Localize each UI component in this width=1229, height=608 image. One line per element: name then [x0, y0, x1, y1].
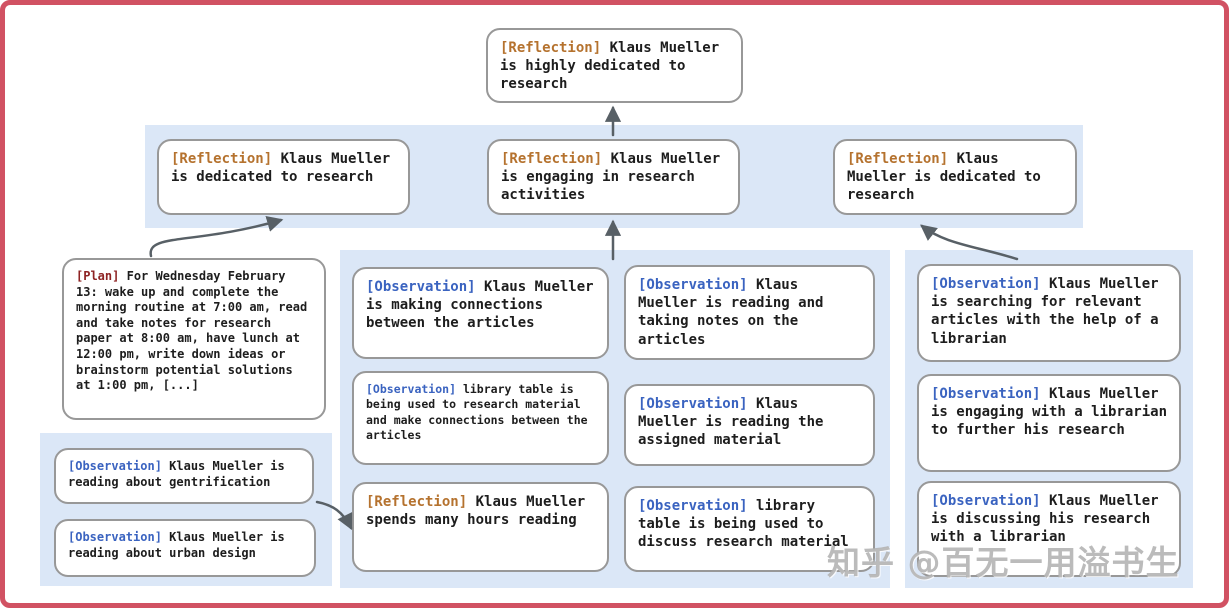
node-text: For Wednesday February 13: wake up and c… — [76, 269, 308, 393]
node-observation-assigned-material: [Observation] Klaus Mueller is reading t… — [624, 384, 875, 466]
reflection-tag: [Reflection] — [501, 151, 603, 167]
reflection-tag: [Reflection] — [500, 40, 602, 56]
observation-tag: [Observation] — [638, 277, 748, 293]
node-reflection-row2-left: [Reflection] Klaus Mueller is dedicated … — [157, 139, 410, 215]
node-text: library table is being used to research … — [366, 382, 588, 443]
node-text: Klaus Mueller is reading the assigned ma… — [638, 396, 824, 449]
reflection-tag: [Reflection] — [366, 494, 468, 510]
node-reflection-hours-reading: [Reflection] Klaus Mueller spends many h… — [352, 482, 609, 572]
observation-tag: [Observation] — [931, 386, 1041, 402]
node-observation-library-table-research: [Observation] library table is being use… — [352, 371, 609, 465]
node-text: Klaus Mueller is reading about urban des… — [68, 530, 285, 560]
node-text: Klaus Mueller is discussing his research… — [931, 493, 1159, 546]
node-text: library table is being used to discuss r… — [638, 498, 849, 551]
node-observation-taking-notes: [Observation] Klaus Mueller is reading a… — [624, 265, 875, 360]
observation-tag: [Observation] — [68, 459, 162, 473]
observation-tag: [Observation] — [931, 276, 1041, 292]
node-text: Klaus Mueller is dedicated to research — [171, 151, 391, 186]
node-observation-making-connections: [Observation] Klaus Mueller is making co… — [352, 267, 609, 359]
observation-tag: [Observation] — [638, 498, 748, 514]
observation-tag: [Observation] — [931, 493, 1041, 509]
plan-tag: [Plan] — [76, 269, 120, 283]
node-reflection-root: [Reflection] Klaus Mueller is highly ded… — [486, 28, 743, 103]
observation-tag: [Observation] — [366, 279, 476, 295]
node-text: Klaus Mueller is reading about gentrific… — [68, 459, 285, 489]
node-text: Klaus Mueller is engaging in research ac… — [501, 151, 721, 204]
node-observation-discussing-research: [Observation] Klaus Mueller is discussin… — [917, 481, 1181, 577]
node-observation-urban-design: [Observation] Klaus Mueller is reading a… — [54, 519, 316, 577]
node-reflection-row2-middle: [Reflection] Klaus Mueller is engaging i… — [487, 139, 740, 215]
reflection-tag: [Reflection] — [171, 151, 273, 167]
node-text: Klaus Mueller is making connections betw… — [366, 279, 594, 332]
node-plan: [Plan] For Wednesday February 13: wake u… — [62, 258, 326, 420]
observation-tag: [Observation] — [366, 382, 457, 396]
node-text: Klaus Mueller is engaging with a librari… — [931, 386, 1168, 439]
observation-tag: [Observation] — [68, 530, 162, 544]
node-text: Klaus Mueller is highly dedicated to res… — [500, 40, 720, 93]
node-text: Klaus Mueller is dedicated to research — [847, 151, 1041, 204]
node-observation-searching-articles: [Observation] Klaus Mueller is searching… — [917, 264, 1181, 362]
node-observation-library-table-discuss: [Observation] library table is being use… — [624, 486, 875, 572]
observation-tag: [Observation] — [638, 396, 748, 412]
node-text: Klaus Mueller is reading and taking note… — [638, 277, 824, 348]
reflection-tag: [Reflection] — [847, 151, 949, 167]
node-observation-engaging-librarian: [Observation] Klaus Mueller is engaging … — [917, 374, 1181, 472]
zhihu-watermark: 知乎 @百无一用溢书生 — [827, 543, 1180, 582]
node-observation-gentrification: [Observation] Klaus Mueller is reading a… — [54, 448, 314, 504]
node-text: Klaus Mueller spends many hours reading — [366, 494, 586, 529]
node-reflection-row2-right: [Reflection] Klaus Mueller is dedicated … — [833, 139, 1077, 215]
node-text: Klaus Mueller is searching for relevant … — [931, 276, 1159, 347]
